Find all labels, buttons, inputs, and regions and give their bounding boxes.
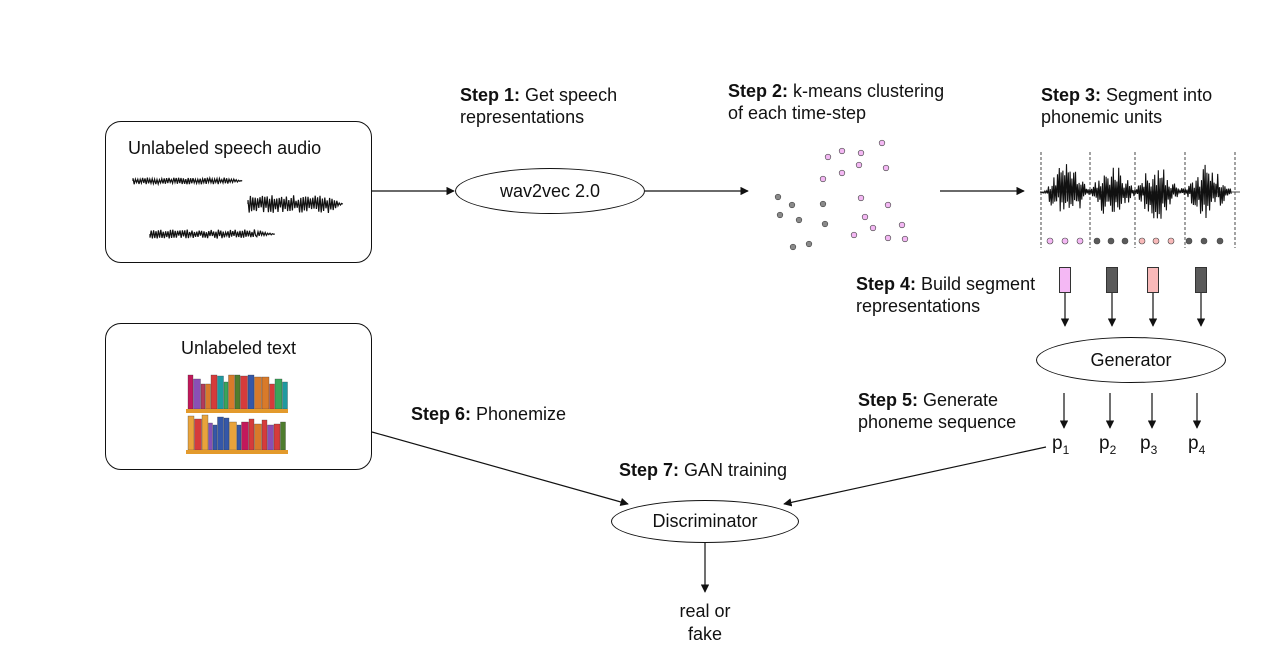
step-7-label: Step 7: GAN training <box>619 460 788 480</box>
generator-node: Generator <box>1036 337 1226 383</box>
step-1-label: Step 1: Get speech representations <box>460 85 618 127</box>
arrow-text-to-discriminator <box>371 431 629 506</box>
output-label: real or fake <box>679 601 731 644</box>
arrow-phonemes-to-discriminator <box>783 446 1047 507</box>
segment-bar-salmon <box>1147 267 1159 293</box>
phoneme-p1: p1 <box>1052 433 1070 457</box>
wav2vec-node: wav2vec 2.0 <box>455 168 645 214</box>
step-3-label: Step 3: Segment into phonemic units <box>1041 85 1213 127</box>
step-5-label: Step 5: Generate phoneme sequence <box>858 390 1017 432</box>
segment-bar-gray-2 <box>1195 267 1207 293</box>
segment-bar-gray-1 <box>1106 267 1118 293</box>
phoneme-p2: p2 <box>1099 433 1117 457</box>
text-box: Unlabeled text <box>105 323 372 470</box>
discriminator-node: Discriminator <box>611 500 799 543</box>
speech-audio-title: Unlabeled speech audio <box>128 138 322 158</box>
segmented-waveform-icon <box>1040 152 1240 248</box>
speech-audio-box: Unlabeled speech audio <box>105 121 372 263</box>
phoneme-p4: p4 <box>1188 433 1206 457</box>
text-box-title: Unlabeled text <box>180 338 297 358</box>
step-2-label: Step 2: k-means clustering of each time-… <box>728 81 945 123</box>
phoneme-p3: p3 <box>1140 433 1158 457</box>
kmeans-scatter-icon <box>774 139 909 251</box>
bookshelf-icon <box>186 374 288 454</box>
step-4-label: Step 4: Build segment representations <box>856 274 1036 316</box>
step-6-label: Step 6: Phonemize <box>411 404 567 424</box>
waveform-icon <box>132 175 344 239</box>
segment-bar-pink <box>1059 267 1071 293</box>
